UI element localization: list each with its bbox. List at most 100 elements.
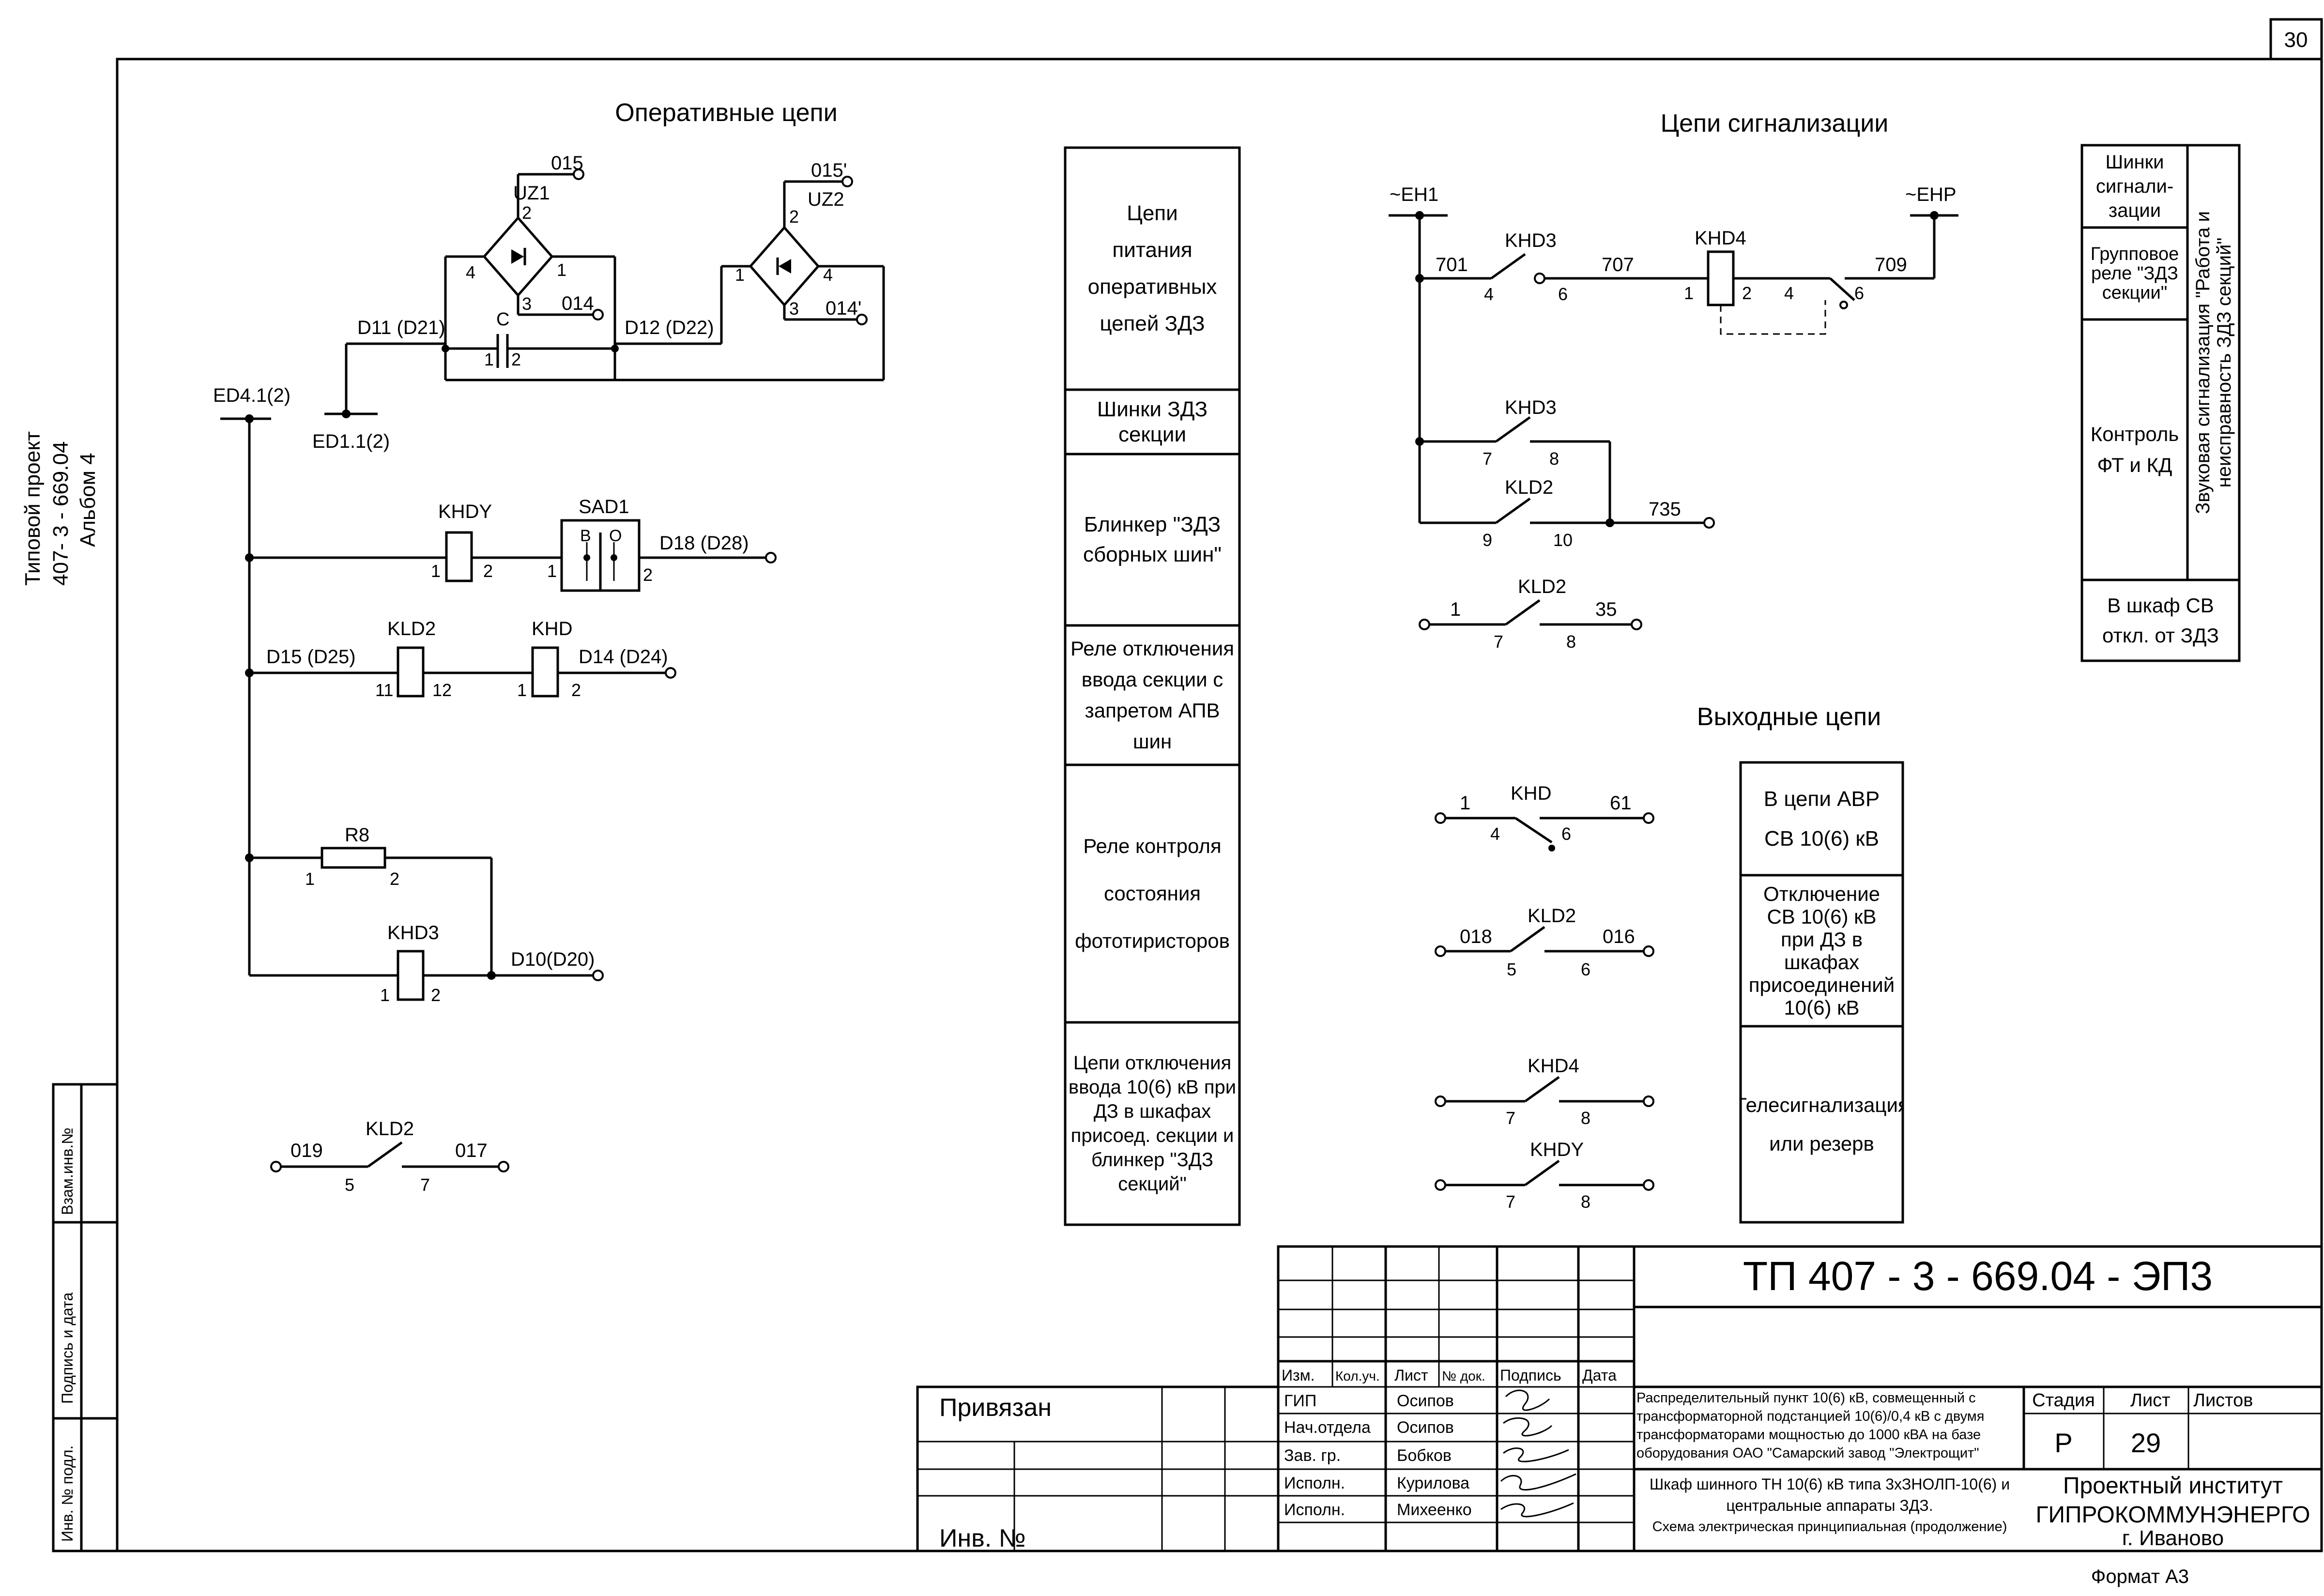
output-box-1: Отключение СВ 10(6) кВ при ДЗ в шкафах п…	[1748, 882, 1895, 1019]
name-1: Осипов	[1397, 1418, 1454, 1437]
khd3a-label: KHD3	[1505, 230, 1557, 251]
r8-label: R8	[345, 824, 369, 846]
title-block	[916, 1245, 2323, 1552]
svg-text:1: 1	[1450, 599, 1461, 620]
purpose-cell-4: Реле контроля состояния фототиристоров	[1075, 835, 1230, 952]
khd-out-label: KHD	[1511, 783, 1551, 804]
d14-label: D14 (D24)	[579, 646, 668, 668]
svg-text:3: 3	[522, 294, 532, 314]
svg-text:701: 701	[1436, 254, 1468, 275]
n014: 014	[562, 293, 594, 314]
svg-text:1: 1	[305, 869, 315, 889]
svg-text:7: 7	[1483, 449, 1492, 469]
svg-text:4: 4	[823, 265, 833, 285]
role-2: Зав. гр.	[1284, 1446, 1341, 1465]
role-1: Нач.отдела	[1284, 1418, 1371, 1437]
name-0: Осипов	[1397, 1392, 1454, 1410]
kld2-khd-row: KLD2 11 12 KHD 1 2 D15 (D25) D14 (D24)	[245, 618, 676, 700]
svg-text:1: 1	[517, 680, 527, 700]
svg-text:7: 7	[1506, 1108, 1515, 1128]
d12-label: D12 (D22)	[625, 317, 714, 338]
svg-text:4: 4	[466, 262, 475, 282]
svg-text:1: 1	[547, 561, 557, 581]
svg-text:709: 709	[1875, 254, 1907, 275]
svg-text:8: 8	[1549, 449, 1559, 469]
name-3: Курилова	[1397, 1474, 1469, 1492]
d11-label: D11 (D21)	[357, 317, 445, 338]
svg-text:2: 2	[431, 985, 441, 1005]
name-2: Бобков	[1397, 1446, 1452, 1465]
svg-text:6: 6	[1558, 284, 1568, 304]
khd4-out-label: KHD4	[1528, 1055, 1579, 1077]
sheet-subtitle: Схема электрическая принципиальная (прод…	[1652, 1519, 2007, 1535]
svg-text:11: 11	[375, 680, 393, 700]
org-line-2: ГИПРОКОММУНЭНЕРГО	[2036, 1502, 2310, 1528]
purpose-cell-0: Цепи питания оперативных цепей ЗДЗ	[1087, 201, 1217, 335]
doc-code: ТП 407 - 3 - 669.04 - ЭП3	[1743, 1253, 2213, 1299]
n015: 015	[551, 152, 583, 174]
uz2-label: UZ2	[808, 189, 844, 210]
svg-text:016: 016	[1603, 926, 1635, 947]
org-line-3: г. Иваново	[2122, 1526, 2224, 1550]
stamp-field-2: Инв. № подл.	[59, 1445, 76, 1542]
svg-text:35: 35	[1595, 599, 1617, 620]
svg-text:1: 1	[431, 561, 441, 581]
svg-text:10: 10	[1553, 530, 1573, 550]
svg-text:7: 7	[1506, 1192, 1515, 1212]
stage-value: Р	[2054, 1428, 2072, 1458]
svg-text:735: 735	[1649, 499, 1681, 520]
stamp-field-1: Подпись и дата	[59, 1292, 76, 1404]
ehp-label: ~EHP	[1905, 184, 1957, 205]
rev-header-kolvo: Кол.уч.	[1335, 1368, 1380, 1383]
svg-text:7: 7	[420, 1175, 430, 1195]
output-box-2: Телесигнализация или резерв	[1741, 1093, 1903, 1155]
rev-header-doc: № док.	[1442, 1368, 1485, 1383]
operative-circuits: Оперативные цепи 015 UZ1 2 4 1 3 014	[213, 99, 885, 1195]
svg-text:8: 8	[1581, 1108, 1590, 1128]
khd-label: KHD	[532, 618, 572, 639]
eh1-label: ~EH1	[1390, 184, 1438, 205]
svg-text:2: 2	[511, 350, 521, 369]
sad1-label: SAD1	[579, 496, 629, 517]
signal-purpose-shinki: Шинки сигнали- зации	[2095, 152, 2174, 221]
rev-header-date: Дата	[1582, 1367, 1617, 1384]
kld2-contact-019: KLD2 019 017 5 7	[270, 1118, 509, 1195]
svg-text:4: 4	[1490, 824, 1500, 844]
svg-text:3: 3	[789, 299, 799, 319]
svg-text:C: C	[496, 309, 509, 330]
svg-text:2: 2	[483, 561, 493, 581]
inv-label: Инв. №	[939, 1524, 1025, 1552]
role-4: Исполн.	[1284, 1501, 1345, 1519]
kld2b-label: KLD2	[366, 1118, 414, 1140]
signal-purpose-vertical: Звуковая сигнализация "Работа и неисправ…	[2192, 211, 2235, 514]
uz1-bridge: 015 UZ1 2 4 1 3 014	[444, 152, 616, 380]
svg-text:2: 2	[390, 869, 399, 889]
svg-text:019: 019	[290, 1140, 323, 1161]
tied-label: Привязан	[939, 1394, 1052, 1422]
rev-header-izm: Изм.	[1282, 1367, 1315, 1384]
n015p: 015'	[811, 160, 847, 181]
purpose-table-left	[1064, 146, 1241, 1226]
svg-text:9: 9	[1483, 530, 1492, 550]
svg-text:1: 1	[735, 265, 745, 285]
svg-text:О: О	[609, 527, 622, 545]
sheet-value: 29	[2131, 1428, 2161, 1458]
project-code: 407- 3 - 669.04	[49, 441, 73, 586]
svg-text:5: 5	[345, 1175, 354, 1195]
svg-text:018: 018	[1460, 926, 1492, 947]
project-type: Типовой проект	[21, 431, 45, 586]
name-4: Михеенко	[1397, 1501, 1472, 1519]
purpose-cell-3: Реле отключения ввода секции с запретом …	[1070, 637, 1234, 753]
purpose-cell-2: Блинкер "ЗДЗ сборных шин"	[1083, 513, 1222, 566]
sheet-label: Лист	[2130, 1390, 2171, 1411]
svg-text:1: 1	[1684, 283, 1694, 303]
signal-purpose-group: Групповое реле "ЗДЗ секции"	[2090, 244, 2179, 303]
title-description: Распределительный пункт 10(6) кВ, совмещ…	[1636, 1390, 1985, 1461]
sheet-title: Шкаф шинного ТН 10(6) кВ типа 3хЗНОЛП-10…	[1649, 1475, 2010, 1514]
svg-text:1: 1	[1460, 792, 1470, 814]
page-number: 30	[2284, 28, 2308, 52]
role-3: Исполн.	[1284, 1474, 1345, 1492]
format-label: Формат А3	[2091, 1566, 2189, 1587]
svg-text:1: 1	[557, 260, 566, 280]
signal-purpose-control: Контроль ФТ и КД	[2090, 423, 2179, 476]
